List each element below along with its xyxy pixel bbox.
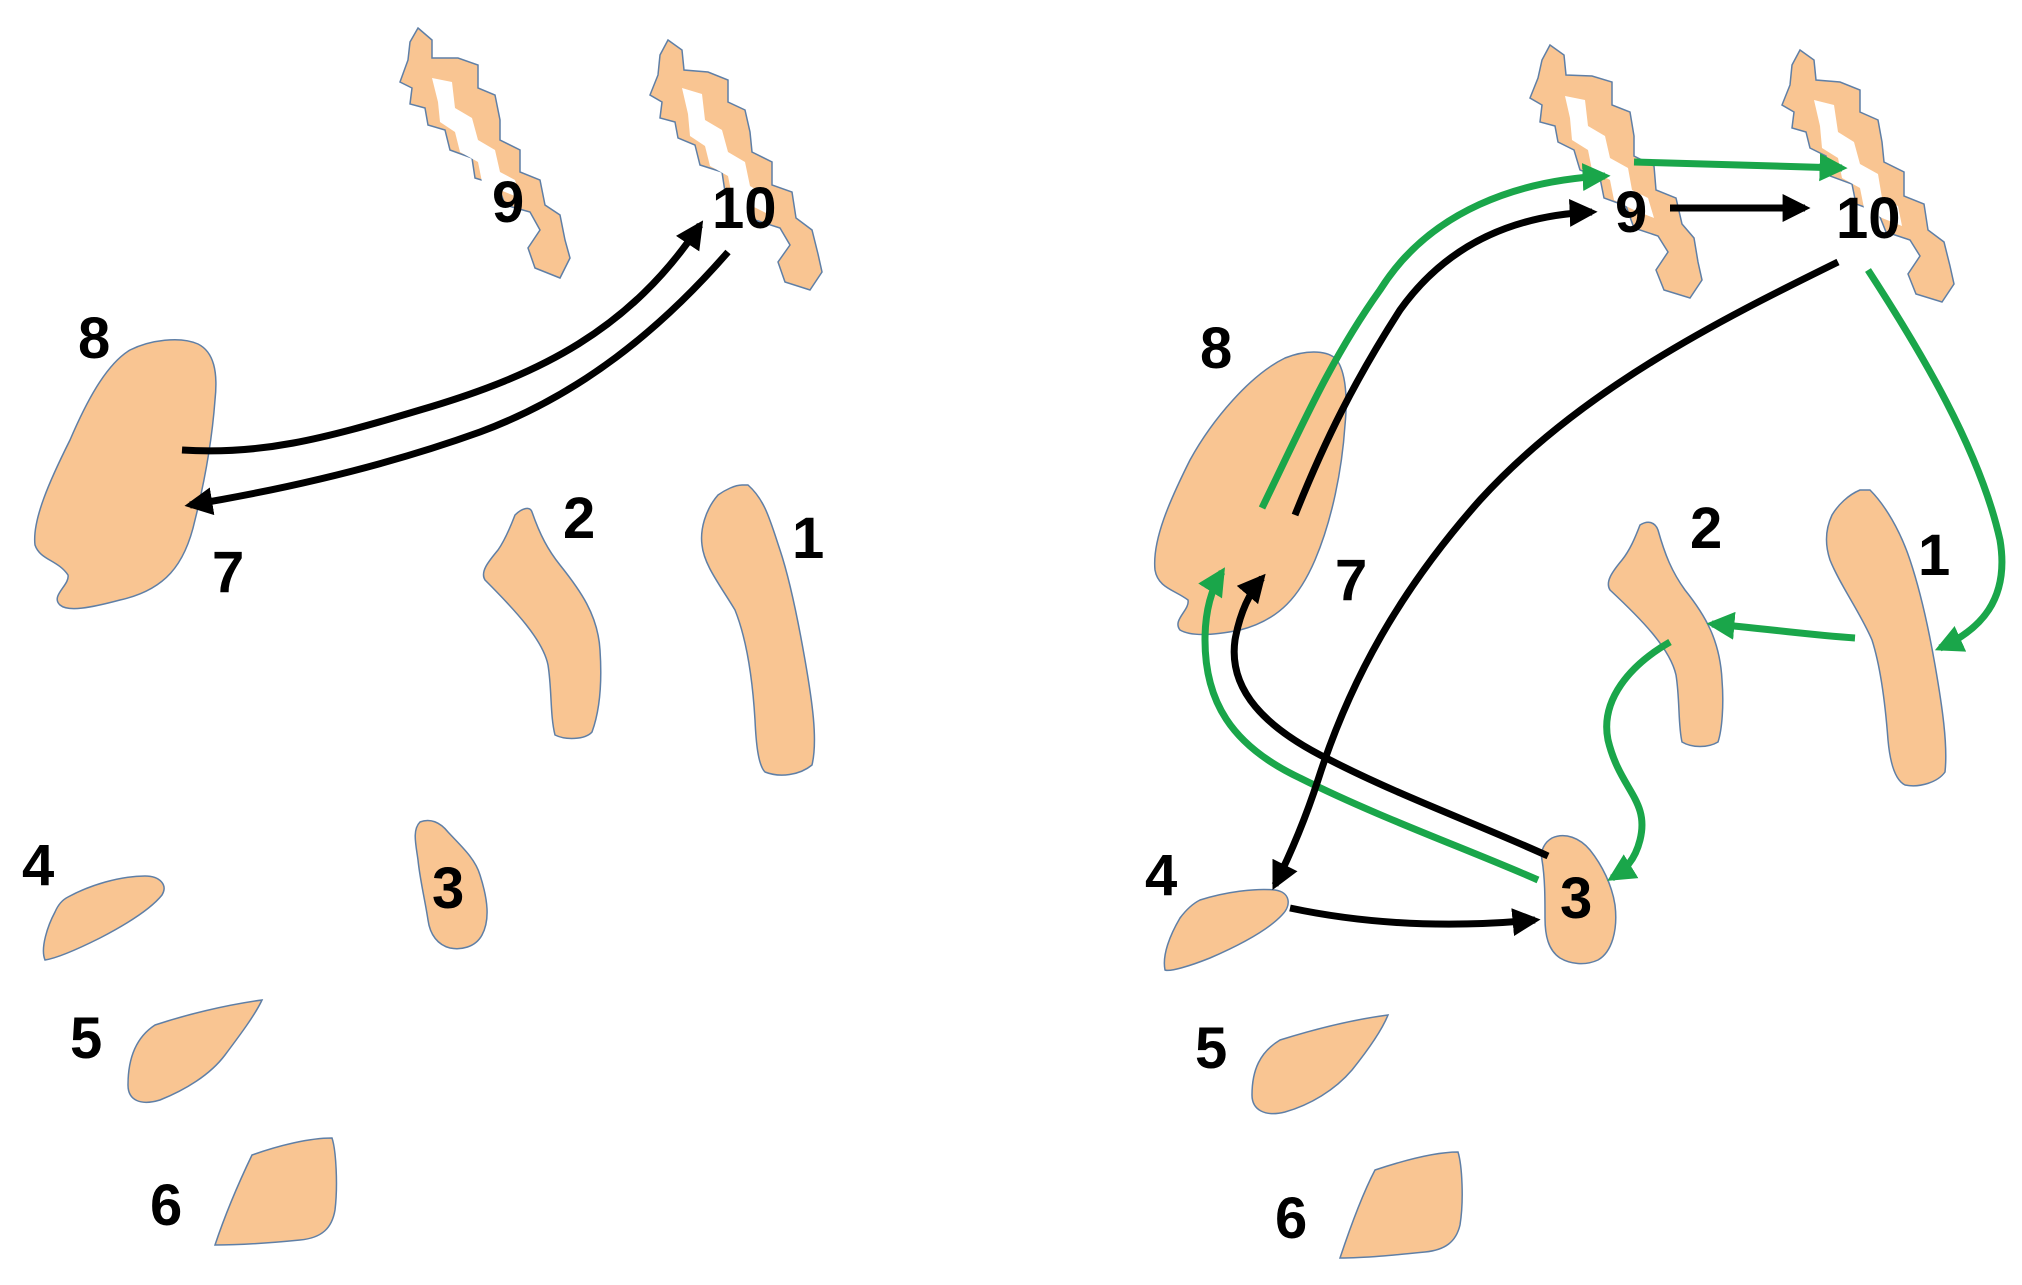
region-2-right [1607,521,1724,748]
label-10-right: 10 [1836,186,1901,251]
label-5-right: 5 [1195,1016,1227,1081]
arrow-10-to-7-left [184,249,731,516]
green-arrow-2-to-3 [1603,638,1672,881]
region-3-left [414,819,488,950]
region-3-right [1540,834,1617,965]
label-4-left: 4 [22,833,54,898]
green-arrow-9-to-10 [1633,153,1848,182]
black-arrow-3-to-7 [1230,573,1550,860]
label-1-left: 1 [792,506,824,571]
region-1-right [1825,489,1947,787]
region-1-left [700,484,816,776]
label-7-left: 7 [212,540,244,605]
region-10-right [1781,48,1955,303]
region-2-left [482,507,602,740]
label-6-left: 6 [150,1173,182,1238]
black-arrow-7-to-9 [1291,198,1598,517]
left-panel: 8 7 9 10 2 1 4 3 5 6 [22,26,824,1246]
black-arrow-4-to-3 [1289,904,1541,937]
label-8-right: 8 [1200,316,1232,381]
region-4-left [42,875,165,961]
green-arrow-1-to-2 [1706,611,1856,642]
label-1-right: 1 [1918,523,1950,588]
region-9-right [1529,43,1703,299]
label-5-left: 5 [70,1006,102,1071]
label-9-right: 9 [1615,180,1647,245]
label-3-right: 3 [1560,866,1592,931]
label-10-left: 10 [712,176,777,241]
region-6-left [213,1137,338,1246]
label-2-right: 2 [1690,496,1722,561]
label-7-right: 7 [1335,548,1367,613]
green-arrow-10-to-1 [1865,268,2006,652]
arrow-7-to-10-left [181,220,704,455]
black-arrow-10-to-4 [1271,258,1840,891]
region-8-left [33,339,217,610]
region-4-right [1163,888,1289,972]
region-9-left [399,26,571,279]
region-6-right [1338,1151,1463,1259]
region-10-left [649,38,823,291]
label-2-left: 2 [563,486,595,551]
label-3-left: 3 [432,856,464,921]
region-5-left [127,999,264,1104]
label-9-left: 9 [492,170,524,235]
green-arrow-3-to-7 [1198,567,1540,884]
label-8-left: 8 [78,306,110,371]
label-6-right: 6 [1275,1186,1307,1251]
region-5-right [1251,1014,1390,1115]
right-panel: 8 7 9 10 2 1 4 3 5 6 [1145,43,2006,1259]
label-4-right: 4 [1145,843,1177,908]
green-arrow-7-to-9 [1258,163,1611,510]
